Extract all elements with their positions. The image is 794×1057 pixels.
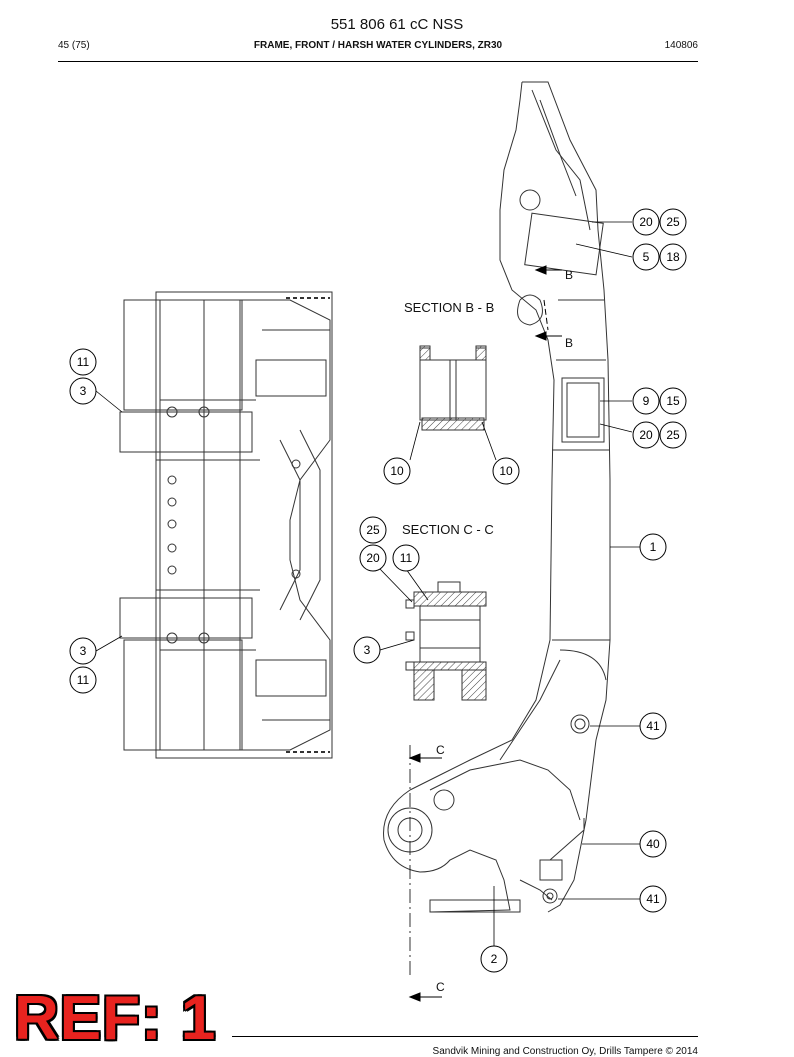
callout-balloon <box>639 885 667 913</box>
callout-balloon <box>359 544 387 572</box>
callout-25: 25 <box>366 523 380 537</box>
callout-balloon <box>392 544 420 572</box>
callout-41: 41 <box>646 719 660 733</box>
ref-stamp: REF: 1 <box>14 984 217 1053</box>
callout-18: 18 <box>666 250 680 264</box>
callout-1: 1 <box>650 540 657 554</box>
callout-3: 3 <box>80 384 87 398</box>
document-number: 551 806 61 cC NSS <box>330 16 464 33</box>
callout-11: 11 <box>77 673 90 687</box>
callout-balloon <box>659 208 687 236</box>
callout-11: 11 <box>77 355 90 369</box>
section-b-mark-bottom: B <box>565 336 573 350</box>
callout-11: 11 <box>400 551 413 565</box>
header-rule <box>58 61 698 62</box>
callout-20: 20 <box>639 215 653 229</box>
callout-balloon <box>492 457 520 485</box>
callout-3: 3 <box>80 644 87 658</box>
callout-41: 41 <box>646 892 660 906</box>
callout-balloon <box>639 830 667 858</box>
callout-9: 9 <box>643 394 650 408</box>
callout-5: 5 <box>643 250 650 264</box>
callout-balloon <box>659 243 687 271</box>
section-line-c <box>408 745 442 1002</box>
callout-3: 3 <box>364 643 371 657</box>
callout-balloon <box>659 387 687 415</box>
callout-25: 25 <box>666 215 680 229</box>
section-line-b <box>534 265 562 341</box>
page-subtitle: FRAME, FRONT / HARSH WATER CYLINDERS, ZR… <box>253 40 503 51</box>
callout-balloon <box>353 636 381 664</box>
callout-15: 15 <box>666 394 680 408</box>
leader-lines <box>95 221 641 946</box>
callout-20: 20 <box>639 428 653 442</box>
footer-copyright: Sandvik Mining and Construction Oy, Dril… <box>432 1046 698 1057</box>
section-c-mark-top: C <box>436 743 445 757</box>
section-b-b-drawing <box>419 345 487 431</box>
callout-balloon <box>639 712 667 740</box>
callout-balloon <box>632 243 660 271</box>
callout-balloon <box>383 457 411 485</box>
callout-balloon <box>359 516 387 544</box>
section-c-c-drawing <box>405 581 487 701</box>
frame-arm-drawing <box>383 81 611 913</box>
callout-balloon <box>69 637 97 665</box>
section-b-mark-top: B <box>565 268 573 282</box>
callout-40: 40 <box>646 837 660 851</box>
callout-10: 10 <box>390 464 404 478</box>
section-c-mark-bottom: C <box>436 980 445 994</box>
section-b-title: SECTION B - B <box>404 300 494 315</box>
callout-20: 20 <box>366 551 380 565</box>
page-counter: 45 (75) <box>58 40 90 51</box>
callout-balloon <box>632 208 660 236</box>
section-c-title: SECTION C - C <box>402 522 494 537</box>
callout-2: 2 <box>491 952 498 966</box>
callout-balloon <box>480 945 508 973</box>
callout-balloon <box>639 533 667 561</box>
frame-top-view <box>119 291 333 759</box>
callout-balloon <box>69 377 97 405</box>
callout-10: 10 <box>499 464 513 478</box>
callout-balloon <box>69 348 97 376</box>
callout-balloon <box>659 421 687 449</box>
callout-balloon <box>69 666 97 694</box>
callout-balloon <box>632 387 660 415</box>
footer-rule <box>232 1036 698 1037</box>
document-code: 140806 <box>664 40 698 51</box>
callout-25: 25 <box>666 428 680 442</box>
callout-balloon <box>632 421 660 449</box>
